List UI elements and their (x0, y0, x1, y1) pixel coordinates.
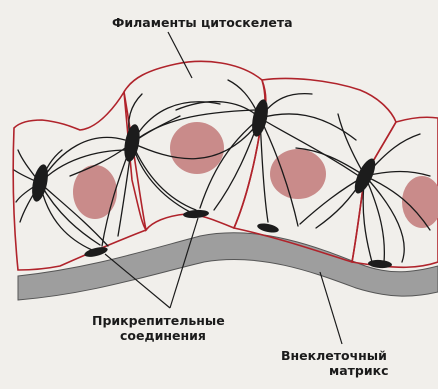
leader-matrix (320, 272, 342, 344)
nucleus-2 (170, 122, 224, 174)
label-junctions-line-2: соединения (92, 328, 225, 343)
label-matrix-line-1: Внеклеточный (281, 348, 387, 363)
label-junctions-line-1: Прикрепительные (92, 313, 225, 328)
hemidesmosome-3 (256, 222, 279, 234)
label-cytoskeleton-filaments: Филаменты цитоскелета (112, 15, 293, 30)
nucleus-1 (73, 165, 117, 219)
label-matrix-line-2: матрикс (281, 363, 389, 378)
label-attachment-junctions: Прикрепительные соединения (92, 313, 225, 343)
label-extracellular-matrix: Внеклеточный матрикс (281, 348, 389, 378)
nucleus-3 (270, 149, 326, 199)
nucleus-4 (402, 176, 438, 228)
leader-filaments (168, 32, 192, 78)
